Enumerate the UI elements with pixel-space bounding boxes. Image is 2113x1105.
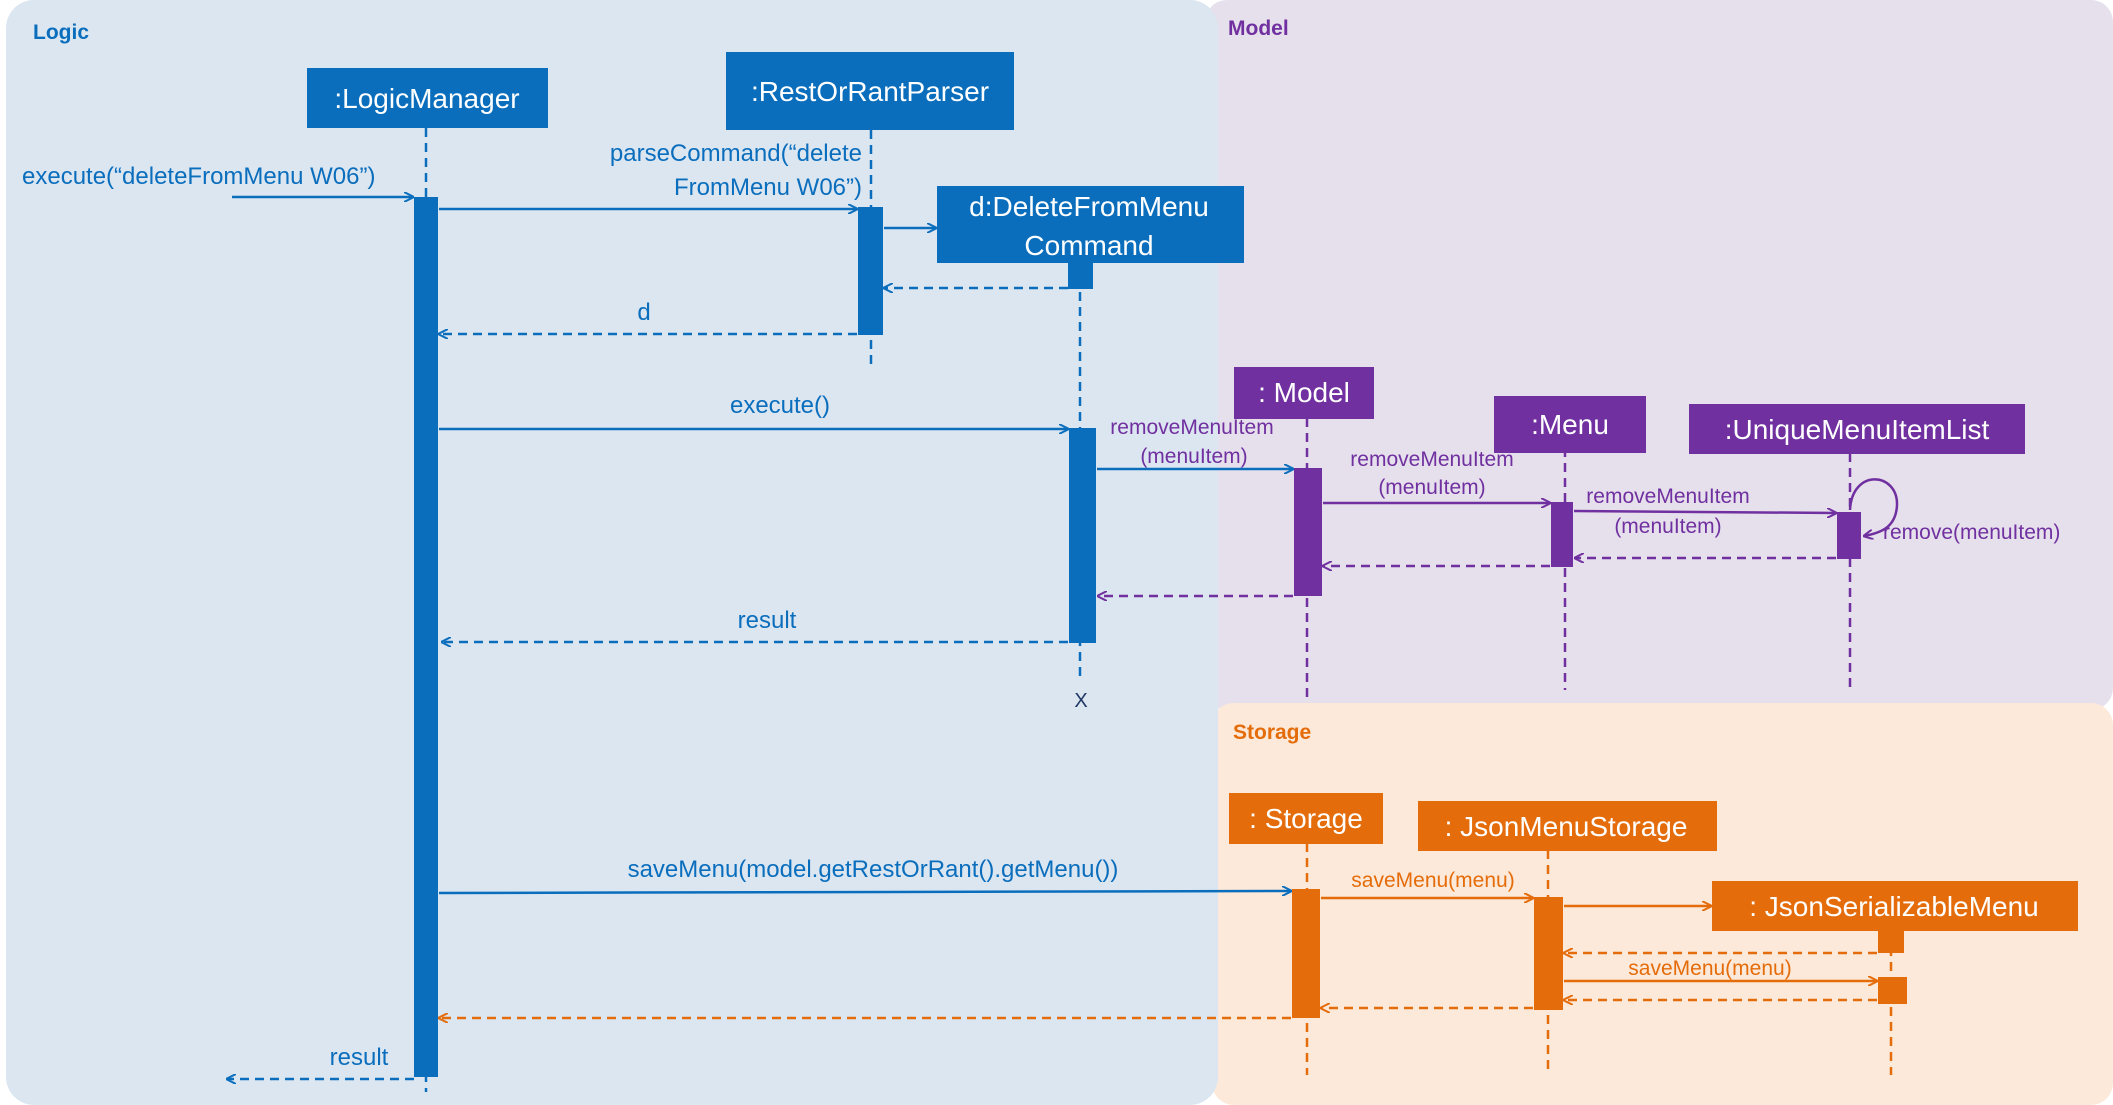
model-frame-label: Model xyxy=(1228,17,1289,40)
model-frame xyxy=(1205,0,2113,710)
unique-list-box xyxy=(1689,404,2025,454)
logic-manager-activation xyxy=(414,197,438,1077)
remove-list-label-line2: (menuItem) xyxy=(1614,515,1721,538)
command-creation-stub xyxy=(1068,263,1093,289)
json-serializable-menu-label: : JsonSerializableMenu xyxy=(1749,891,2039,922)
remove-model-label-line1: removeMenuItem xyxy=(1110,416,1273,439)
save-menu-call-arrow xyxy=(438,891,1291,893)
save-menu-call-label: saveMenu(model.getRestOrRant().getMenu()… xyxy=(628,856,1119,883)
destroy-mark: X xyxy=(1074,690,1087,712)
command-box xyxy=(937,186,1244,263)
remove-menu-label-line2: (menuItem) xyxy=(1378,476,1485,499)
parse-command-label-line1: parseCommand(“delete xyxy=(610,140,862,167)
command-activation xyxy=(1069,428,1096,643)
return-result-cmd-label: result xyxy=(738,607,797,634)
command-label-line1: d:DeleteFromMenu xyxy=(969,191,1209,222)
parser-label: :RestOrRantParser xyxy=(751,76,989,107)
unique-list-label: :UniqueMenuItemList xyxy=(1725,414,1990,445)
logic-manager-label: :LogicManager xyxy=(334,83,519,114)
storage-activation xyxy=(1292,889,1320,1018)
save-menu-storage-label: saveMenu(menu) xyxy=(1351,869,1514,892)
logic-manager-box xyxy=(307,68,548,128)
storage-label: : Storage xyxy=(1249,803,1363,834)
storage-box xyxy=(1229,793,1383,844)
remove-model-label-line2: (menuItem) xyxy=(1140,445,1247,468)
remove-self-label: remove(menuItem) xyxy=(1883,521,2060,544)
execute-input-label: execute(“deleteFromMenu W06”) xyxy=(22,163,375,190)
menu-activation xyxy=(1551,502,1573,567)
model-activation xyxy=(1294,468,1322,596)
remove-menu-label-line1: removeMenuItem xyxy=(1350,448,1513,471)
save-menu-json-label: saveMenu(menu) xyxy=(1628,957,1791,980)
json-menu-storage-activation xyxy=(1534,897,1563,1010)
json-menu-storage-label: : JsonMenuStorage xyxy=(1445,811,1688,842)
logic-frame-label: Logic xyxy=(33,21,89,44)
remove-list-arrow xyxy=(1573,511,1836,513)
model-label: : Model xyxy=(1258,377,1350,408)
menu-label: :Menu xyxy=(1531,409,1609,440)
menu-box xyxy=(1494,396,1646,453)
json-serializable-menu-box xyxy=(1712,881,2078,931)
command-label-line2: Command xyxy=(1024,230,1153,261)
return-result-final-label: result xyxy=(330,1044,389,1071)
json-serializable-creation-stub xyxy=(1878,931,1904,953)
parse-command-label-line2: FromMenu W06”) xyxy=(674,174,862,201)
model-box xyxy=(1234,367,1374,419)
remove-list-label-line1: removeMenuItem xyxy=(1586,485,1749,508)
unique-list-activation xyxy=(1837,512,1861,559)
execute-call-label: execute() xyxy=(730,392,830,419)
parser-activation xyxy=(858,207,883,335)
json-serializable-activation xyxy=(1878,977,1907,1004)
storage-frame-label: Storage xyxy=(1233,721,1311,744)
self-call-arrow xyxy=(1848,478,1899,536)
parser-box xyxy=(726,52,1014,130)
json-menu-storage-box xyxy=(1418,801,1717,851)
logic-frame xyxy=(6,0,1218,1105)
return-d-label: d xyxy=(637,299,650,326)
